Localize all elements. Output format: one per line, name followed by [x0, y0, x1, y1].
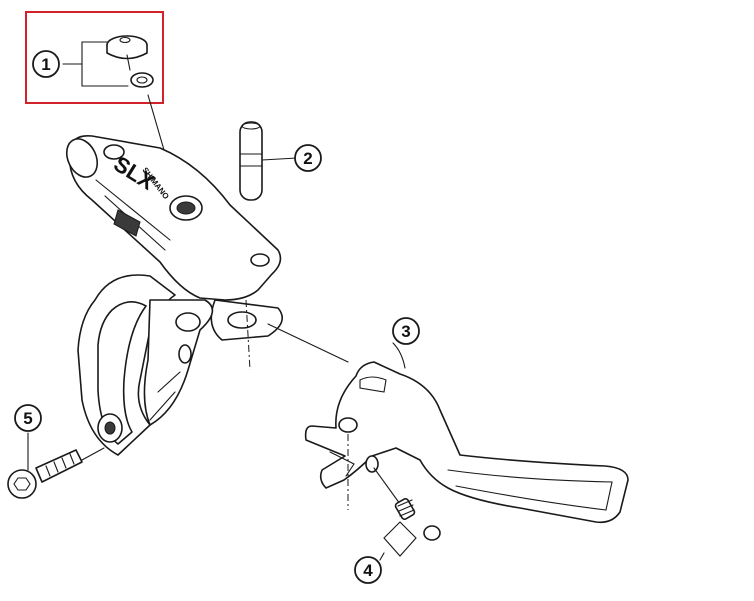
part-4-reach-screw [394, 498, 441, 541]
callout-3-label: 3 [401, 322, 410, 341]
part-1-cap-screw [106, 35, 154, 88]
callout-5-label: 5 [23, 409, 32, 428]
callout-2-label: 2 [303, 149, 312, 168]
callout-bracket-4 [379, 521, 417, 561]
callout-1: 1 [32, 50, 60, 78]
callout-5: 5 [14, 404, 42, 432]
part-2-pivot-pin [239, 121, 263, 201]
callout-bracket-1 [62, 41, 129, 87]
part-5-clamp-bolt [7, 449, 83, 499]
part-lever-body [65, 134, 284, 456]
callout-4-label: 4 [363, 561, 373, 580]
callout-2: 2 [294, 144, 322, 172]
part-3-lever-blade [304, 361, 629, 524]
callout-3: 3 [392, 317, 420, 345]
callout-1-label: 1 [41, 55, 50, 74]
callout-4: 4 [354, 556, 382, 584]
highlight-box [25, 11, 164, 104]
